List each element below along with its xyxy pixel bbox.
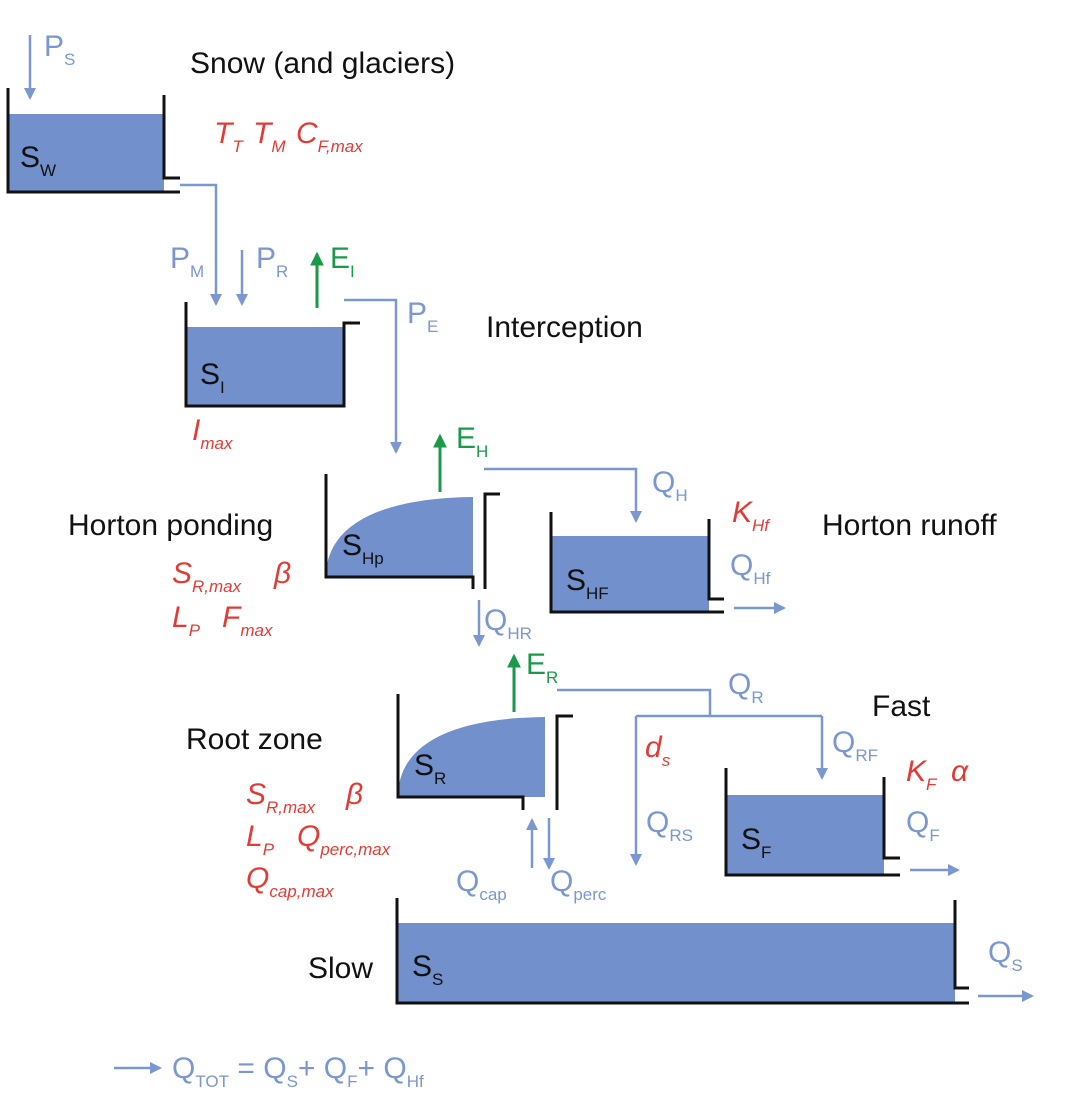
param-horton-srmax: SR,max [172,557,242,596]
slow-store: SS [395,898,969,1005]
interception-water [186,327,344,406]
param-kf: KF [906,755,938,794]
root-zone-wall [396,694,525,810]
horton-ponding-store: SHp [324,474,500,589]
snow-parameters: TT TM CF,max [214,117,363,156]
param-root-lp: LP [246,820,275,859]
section-horton-ponding-label: Horton ponding [68,509,273,542]
flux-qs: QS [988,936,1023,975]
store-label-sr: SR [414,749,446,788]
qr-line [557,688,712,716]
horton-ponding-outlet [483,492,500,589]
evap-eh: EH [456,422,488,461]
snow-water [8,114,164,191]
fast-water [726,795,884,875]
flux-ps: PS [44,30,75,69]
store-label-sf: SF [741,823,771,862]
section-root-zone-label: Root zone [186,723,323,756]
flux-qr: QR [728,668,764,707]
param-root-beta: β [345,778,363,811]
horton-ponding-wall [324,474,475,589]
evap-er: ER [526,648,558,687]
interception-store-wall [184,302,360,408]
horton-ponding-water [326,497,473,577]
store-label-shf: SHF [566,564,609,603]
flux-qh: QH [652,466,688,505]
param-qpercmax: Qperc,max [297,820,391,859]
evap-ei: EI [330,242,355,281]
snow-store-wall [6,88,180,194]
section-horton-runoff-label: Horton runoff [822,509,997,542]
param-khf: KHf [732,496,771,535]
param-qcapmax: Qcap,max [246,862,334,901]
param-alpha: α [951,755,969,788]
section-fast-label: Fast [872,690,931,723]
total-discharge-equation: QTOT = QS+ QF+ QHf [172,1052,424,1091]
slow-store-wall [395,898,969,1005]
store-label-ss: SS [412,950,443,989]
root-zone-outlet [555,714,573,810]
root-zone-water [398,717,545,797]
param-imax: Imax [192,414,233,453]
fast-store: SF [724,768,900,877]
param-tm: TM [253,117,286,156]
flux-pm: PM [170,242,204,281]
horton-runoff-wall [549,512,724,614]
root-zone-store: SR [396,694,573,810]
flux-qhr: QHR [484,604,532,643]
horton-runoff-water [551,536,709,612]
param-horton-lp: LP [172,601,201,640]
snow-store: SW [6,88,180,194]
store-label-shp: SHp [342,529,384,568]
flux-qperc: Qperc [550,865,607,904]
flux-qhf: QHf [730,549,771,588]
flux-qrs: QRS [646,806,693,845]
param-horton-beta: β [273,557,291,590]
flux-pe: PE [407,297,438,336]
param-ds: ds [645,731,671,770]
horton-ponding-parameters: SR,max β LP Fmax [172,557,291,640]
store-label-sw: SW [20,141,56,180]
section-slow-label: Slow [308,952,373,985]
horton-runoff-outlet [707,519,724,601]
slow-water [397,923,955,1003]
flux-qrf: QRF [832,726,878,765]
fast-parameters: KF α [906,755,969,794]
horton-runoff-store: SHF [549,512,724,614]
section-snow-label: Snow (and glaciers) [190,47,455,80]
snow-store-outlet [162,95,180,180]
slow-store-outlet [953,900,969,990]
flux-pr: PR [256,242,288,281]
param-root-srmax: SR,max [246,778,316,817]
flux-qf: QF [906,806,940,845]
store-label-si: SI [200,358,225,397]
fast-store-wall [724,768,900,877]
interception-store: SI [184,302,360,408]
qh-arrow [484,467,642,523]
section-interception-label: Interception [486,311,643,344]
flux-qcap: Qcap [456,865,507,904]
root-zone-parameters: SR,max β LP Qperc,max Qcap,max [246,778,391,901]
param-cfmax: CF,max [296,117,363,156]
param-tt: TT [214,117,244,156]
param-horton-fmax: Fmax [222,601,273,640]
pe-arrow [344,298,402,454]
fast-store-outlet [882,777,900,860]
pm-arrow [180,183,222,306]
